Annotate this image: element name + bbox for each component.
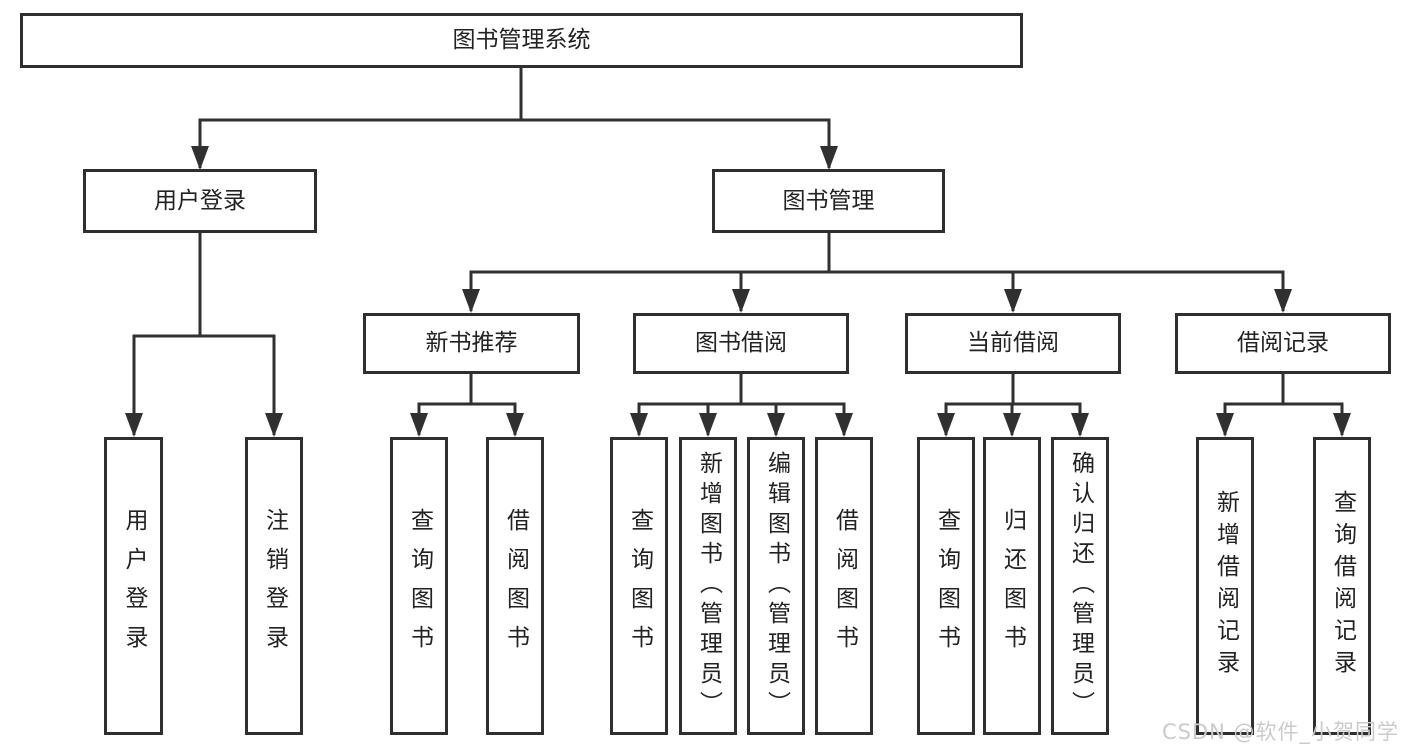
- leaf-current-return-books: 归还图书: [983, 437, 1041, 735]
- leaf-borrowing-add-books-admin: 新增图书（管理员）: [679, 437, 737, 735]
- node-user-login-label: 用户登录: [154, 187, 246, 214]
- leaf-logout-label: 注销登录: [261, 508, 288, 664]
- node-root: 图书管理系统: [20, 13, 1023, 68]
- leaf-current-confirm-return-admin: 确认归还（管理员）: [1051, 437, 1109, 735]
- leaf-records-query-record: 查询借阅记录: [1313, 437, 1371, 735]
- node-new-book-recommendation: 新书推荐: [363, 313, 580, 374]
- leaf-borrowing-borrow-books-label: 借阅图书: [831, 508, 858, 664]
- node-book-management-label: 图书管理: [782, 187, 875, 214]
- leaf-records-query-record-label: 查询借阅记录: [1329, 490, 1356, 682]
- node-book-management: 图书管理: [712, 169, 945, 233]
- arrowheads: [125, 146, 1351, 437]
- leaf-recommend-query-books-label: 查询图书: [406, 508, 433, 664]
- leaf-borrowing-query-books-label: 查询图书: [626, 508, 653, 664]
- leaf-current-return-books-label: 归还图书: [999, 508, 1026, 664]
- leaf-recommend-borrow-books: 借阅图书: [486, 437, 544, 735]
- leaf-borrowing-borrow-books: 借阅图书: [815, 437, 873, 735]
- node-borrow-records-label: 借阅记录: [1237, 330, 1329, 356]
- leaf-current-query-books-label: 查询图书: [933, 508, 960, 664]
- leaf-current-query-books: 查询图书: [917, 437, 975, 735]
- leaf-recommend-query-books: 查询图书: [390, 437, 448, 735]
- node-new-book-recommendation-label: 新书推荐: [425, 330, 518, 356]
- leaf-borrowing-add-books-admin-label: 新增图书（管理员）: [695, 451, 722, 721]
- node-borrow-records: 借阅记录: [1175, 313, 1391, 374]
- leaf-records-add-record-label: 新增借阅记录: [1212, 490, 1239, 682]
- node-user-login: 用户登录: [83, 169, 317, 233]
- leaf-logout: 注销登录: [245, 437, 303, 735]
- leaf-user-login: 用户登录: [104, 437, 163, 735]
- node-current-borrowing-label: 当前借阅: [967, 330, 1059, 356]
- node-current-borrowing: 当前借阅: [905, 313, 1121, 374]
- leaf-records-add-record: 新增借阅记录: [1196, 437, 1254, 735]
- node-root-label: 图书管理系统: [452, 27, 591, 53]
- node-book-borrowing: 图书借阅: [633, 313, 849, 374]
- leaf-current-confirm-return-admin-label: 确认归还（管理员）: [1067, 451, 1094, 721]
- node-book-borrowing-label: 图书借阅: [695, 330, 787, 356]
- leaf-recommend-borrow-books-label: 借阅图书: [502, 508, 529, 664]
- leaf-borrowing-edit-books-admin-label: 编辑图书（管理员）: [763, 451, 790, 721]
- leaf-user-login-label: 用户登录: [121, 508, 147, 664]
- leaf-borrowing-edit-books-admin: 编辑图书（管理员）: [747, 437, 805, 735]
- leaf-borrowing-query-books: 查询图书: [610, 437, 668, 735]
